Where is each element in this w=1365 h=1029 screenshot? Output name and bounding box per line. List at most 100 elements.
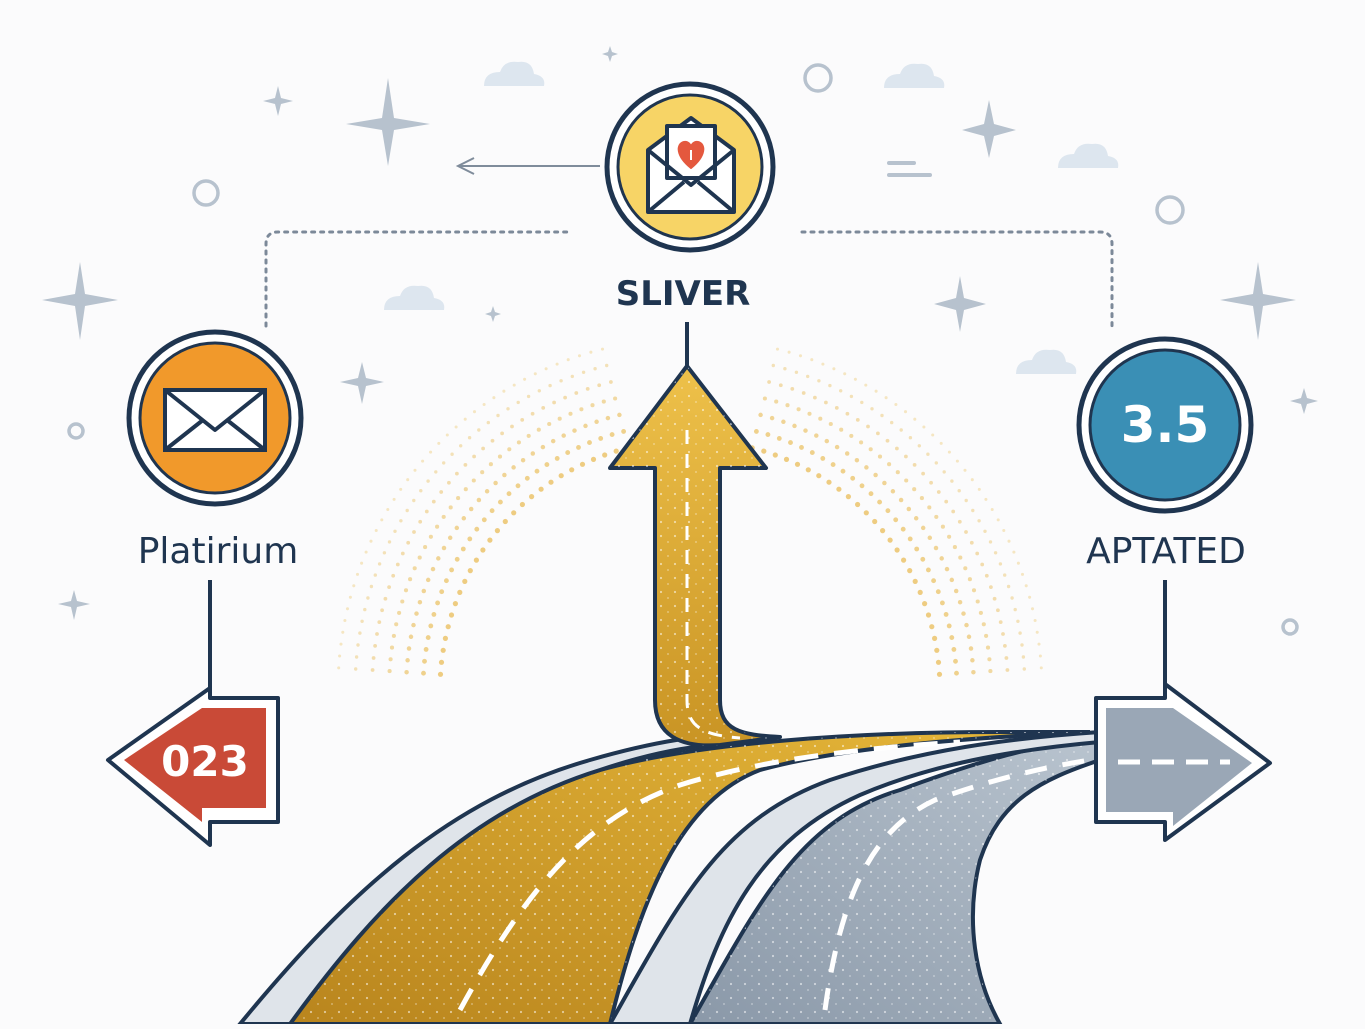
arc-dot	[520, 418, 525, 422]
arc-dot	[377, 562, 382, 566]
arc-dot	[816, 473, 822, 479]
arc-dot	[438, 659, 445, 665]
arc-dot	[785, 403, 790, 408]
arc-dot	[781, 419, 786, 425]
arc-dot	[399, 519, 403, 523]
arc-dot	[925, 612, 932, 618]
arc-dot	[977, 487, 981, 491]
arc-dot	[987, 657, 992, 662]
arc-dot	[408, 577, 413, 582]
envelope-icon	[163, 388, 267, 452]
arc-dot	[874, 389, 878, 393]
envelope-heart-icon	[646, 116, 736, 214]
arc-dot	[839, 389, 843, 393]
arc-dot	[1013, 607, 1017, 612]
arc-dot	[895, 470, 900, 475]
arc-dot	[868, 491, 874, 497]
arc-dot	[935, 589, 941, 595]
arc-dot	[821, 362, 825, 366]
arc-dot	[354, 655, 359, 659]
arc-dot	[579, 407, 584, 412]
arc-dot	[1004, 656, 1009, 660]
arc-dot	[1035, 630, 1039, 634]
arc-dot	[506, 491, 512, 497]
arc-dot	[494, 528, 500, 534]
arc-dot	[538, 486, 544, 492]
road-gold-lane-mark	[457, 739, 961, 1012]
arc-dot	[348, 595, 352, 599]
arc-dot	[998, 620, 1003, 624]
arc-dot	[405, 508, 409, 513]
arc-dot	[463, 463, 468, 467]
arc-dot	[540, 444, 546, 450]
arc-dot	[771, 363, 775, 368]
arc-dot	[906, 506, 912, 512]
arc-dot	[884, 396, 888, 400]
arc-dot	[548, 479, 554, 485]
node-left: Platirium 023	[106, 329, 304, 847]
arc-dot	[442, 461, 446, 465]
arc-dot	[828, 383, 832, 388]
arc-dot	[386, 507, 390, 512]
arc-dot	[934, 461, 938, 465]
arc-dot	[971, 508, 975, 513]
arc-dot	[839, 427, 844, 432]
arc-dot	[605, 415, 611, 421]
arc-dot	[568, 411, 573, 416]
arc-dot	[1005, 668, 1010, 672]
arc-dot	[933, 545, 939, 551]
arc-dot	[968, 646, 974, 651]
arc-dot	[569, 467, 575, 473]
arc-dot	[843, 372, 847, 376]
arc-dot	[414, 611, 419, 616]
arc-dot	[1006, 584, 1011, 589]
arc-dot	[788, 440, 793, 446]
arc-dot	[497, 454, 503, 459]
arc-dot	[914, 546, 920, 552]
arc-dot	[439, 589, 445, 595]
arc-dot	[434, 470, 438, 474]
arc-dot	[445, 624, 451, 630]
arc-dot	[572, 428, 577, 433]
arc-dot	[583, 423, 588, 429]
arc-dot	[882, 480, 887, 486]
arc-dot	[859, 483, 865, 489]
arc-dot	[806, 374, 810, 379]
arc-dot	[964, 622, 969, 628]
arc-dot	[468, 506, 474, 512]
arc-dot	[1012, 550, 1016, 554]
arc-dot	[1024, 584, 1028, 588]
arc-dot	[477, 428, 481, 432]
arc-dot	[473, 557, 479, 563]
arc-dot	[840, 468, 846, 474]
arc-dot	[868, 447, 873, 452]
arc-dot	[769, 415, 775, 421]
arc-dot	[950, 479, 954, 483]
arc-dot	[990, 507, 994, 512]
arc-dot	[885, 438, 890, 443]
arc-dot	[1020, 643, 1024, 647]
arc-dot	[502, 389, 506, 393]
arc-dot	[836, 486, 842, 492]
arc-dot	[601, 399, 606, 404]
arc-dot	[510, 424, 514, 429]
arc-dot	[523, 377, 527, 381]
arc-dot	[529, 494, 535, 500]
arc-dot	[459, 444, 463, 448]
arc-dot	[411, 622, 416, 628]
arc-dot	[492, 396, 496, 400]
arc-dot	[1020, 572, 1025, 576]
arc-dot	[903, 410, 908, 414]
arc-dot	[1001, 632, 1005, 636]
arc-dot	[557, 416, 562, 421]
arc-dot	[992, 596, 997, 601]
arc-dot	[418, 519, 423, 524]
arc-dot	[454, 525, 460, 531]
arc-dot	[1033, 618, 1037, 623]
arc-dot	[524, 475, 530, 481]
arc-dot	[590, 456, 597, 462]
arc-dot	[946, 623, 952, 629]
arc-dot	[482, 402, 486, 407]
arc-dot	[832, 367, 836, 371]
arc-dot	[456, 496, 461, 501]
